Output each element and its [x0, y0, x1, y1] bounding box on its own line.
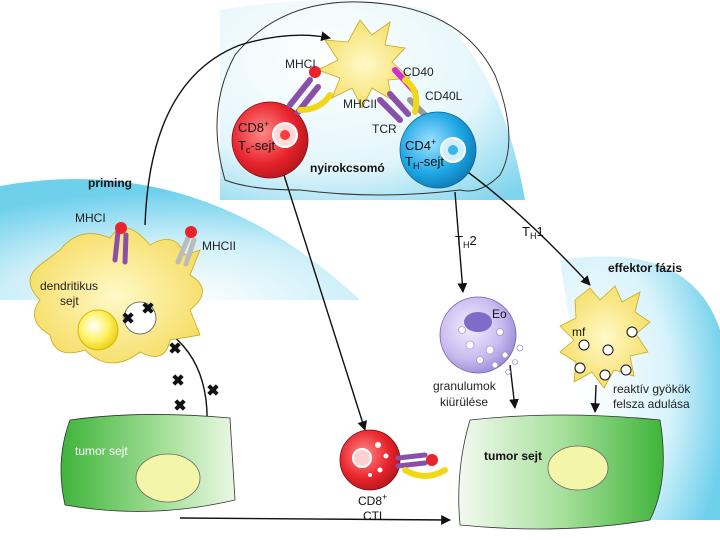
arrow-th-to-eo [454, 191, 468, 293]
cd4-th-cell [399, 111, 477, 189]
label-mhci-top: MHCI [285, 57, 316, 71]
label-mhcii-top: MHCII [343, 97, 377, 111]
arrow-dendritic-to-node [144, 31, 331, 226]
label-dendritikus-sejt: sejt [60, 294, 79, 308]
arrow-tumor-to-tumor [179, 515, 451, 525]
co-receptor-ctl [402, 467, 448, 479]
label-cd8-tc: CD8+ [238, 119, 269, 135]
label-th2: TH2 [455, 233, 477, 250]
eosinophil-cell [439, 296, 517, 374]
label-mf: mf [572, 325, 586, 339]
cd8-tc-nucleus-core [280, 130, 290, 140]
co-receptor-tc [297, 92, 333, 113]
label-cd40: CD40 [403, 65, 434, 79]
label-th-sejt: TH-sejt [405, 154, 444, 171]
reactive-radicals [574, 326, 638, 381]
label-mhcii-left: MHCII [202, 239, 236, 253]
ctl-granules [368, 442, 389, 477]
cd4-th-nucleus-core [448, 145, 458, 155]
cd8-ctl-nucleus [352, 448, 372, 468]
lymph-node-outline [216, 1, 510, 196]
co-receptor-th [402, 77, 420, 115]
dendritic-cell-top [316, 19, 411, 109]
mhci-peptide-left [115, 222, 127, 234]
label-tcr: TCR [372, 122, 397, 136]
tumor-nucleus-right [547, 445, 609, 491]
label-cd8-ctl: CD8+ [358, 492, 387, 508]
tcr-complex-ctl [395, 452, 428, 469]
mhci-receptor-left [112, 229, 129, 265]
mhcii-receptor-left [175, 235, 197, 267]
label-tc-sejt: Tc-sejt [238, 138, 275, 155]
dendritic-nucleus [77, 309, 119, 351]
eosinophil-granules [458, 326, 524, 375]
tcr-complex-th [377, 91, 411, 123]
label-reaktiv: reaktív gyökök [613, 382, 691, 396]
eosinophil-nucleus [464, 312, 492, 332]
label-tumor-right: tumor sejt [484, 449, 542, 463]
label-felsza: felsza adulása [613, 397, 690, 411]
label-dendritikus: dendritikus [40, 279, 98, 293]
label-priming: priming [88, 176, 132, 190]
cd8-tc-cell [231, 101, 309, 179]
label-tumor-left: tumor sejt [75, 444, 128, 458]
macrophage-cell [559, 285, 651, 389]
arrow-eo-to-tumor [509, 364, 519, 409]
tumor-nucleus-left [135, 453, 201, 503]
dendritic-cell-left [29, 227, 203, 364]
label-kiurulese: kiürülése [440, 395, 488, 409]
label-nyirokcsomo: nyirokcsomó [310, 161, 385, 175]
antigen-peptide-tc [309, 66, 321, 78]
label-ctl: CTL [363, 509, 386, 523]
label-cd40l: CD40L [425, 89, 463, 103]
arrow-th-to-mf [464, 169, 591, 286]
label-effektor: effektor fázis [608, 261, 682, 275]
label-eo: Eo [492, 307, 507, 321]
label-cd4: CD4+ [405, 137, 436, 153]
ctl-peptide [426, 454, 438, 466]
label-mhci-left: MHCI [75, 211, 106, 225]
label-granulumok: granulumok [433, 379, 497, 393]
mhcii-peptide-left [185, 226, 197, 238]
arrow-tc-to-ctl [282, 171, 367, 431]
label-th1: TH1 [522, 224, 544, 241]
arrow-mf-to-tumor [590, 384, 601, 413]
